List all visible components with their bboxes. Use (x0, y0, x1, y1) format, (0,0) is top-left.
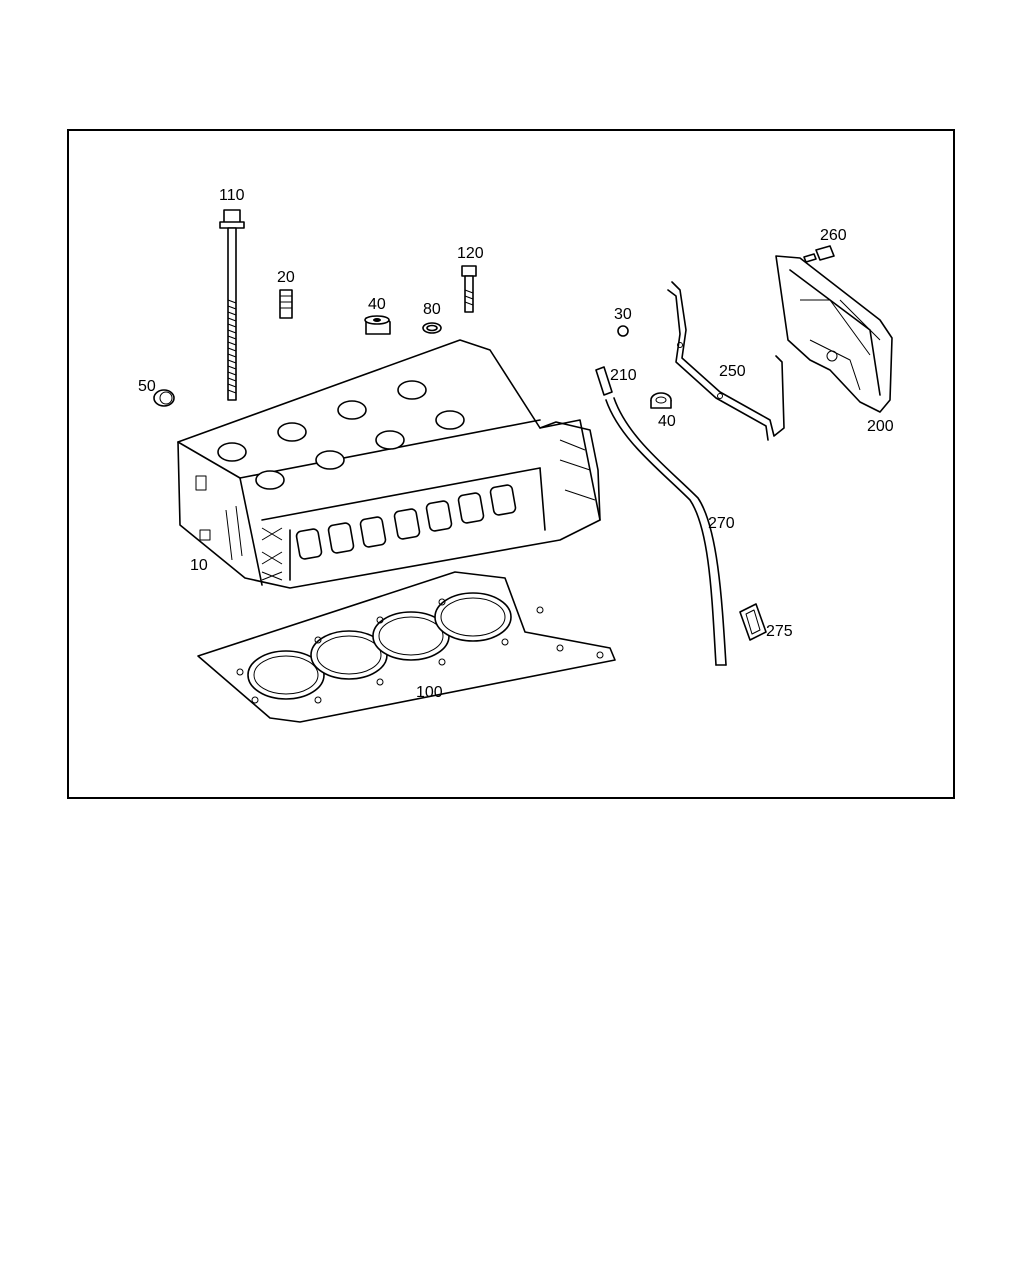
part-20-dowel (279, 289, 293, 319)
part-80-o-ring (422, 322, 442, 334)
part-120-bolt (461, 265, 477, 313)
part-110-head-bolt (219, 209, 245, 401)
part-40-plug (364, 315, 391, 335)
callout-250: 250 (719, 363, 746, 380)
callout-100: 100 (416, 684, 443, 701)
callout-210: 210 (610, 367, 637, 384)
part-260-screw (803, 245, 835, 263)
part-200-cover (775, 255, 893, 413)
callout-30: 30 (614, 306, 632, 323)
part-275-clip (739, 603, 767, 641)
callout-200: 200 (867, 418, 894, 435)
part-250-gasket (667, 281, 785, 441)
callout-20: 20 (277, 269, 295, 286)
part-100-head-gasket (197, 571, 616, 723)
diagram-frame (67, 129, 955, 799)
part-10-cylinder-head (177, 339, 601, 589)
callout-40-right: 40 (658, 413, 676, 430)
callout-260: 260 (820, 227, 847, 244)
callout-275: 275 (766, 623, 793, 640)
part-50-cap-plug (153, 389, 175, 407)
callout-50: 50 (138, 378, 156, 395)
callout-120: 120 (457, 245, 484, 262)
callout-80: 80 (423, 301, 441, 318)
part-30-ring (617, 325, 629, 337)
callout-270: 270 (708, 515, 735, 532)
part-40-plug-right (650, 392, 672, 409)
callout-110: 110 (219, 187, 245, 204)
part-270-tube (605, 397, 727, 666)
part-210-pin (595, 366, 613, 396)
callout-40: 40 (368, 296, 386, 313)
callout-10: 10 (190, 557, 208, 574)
